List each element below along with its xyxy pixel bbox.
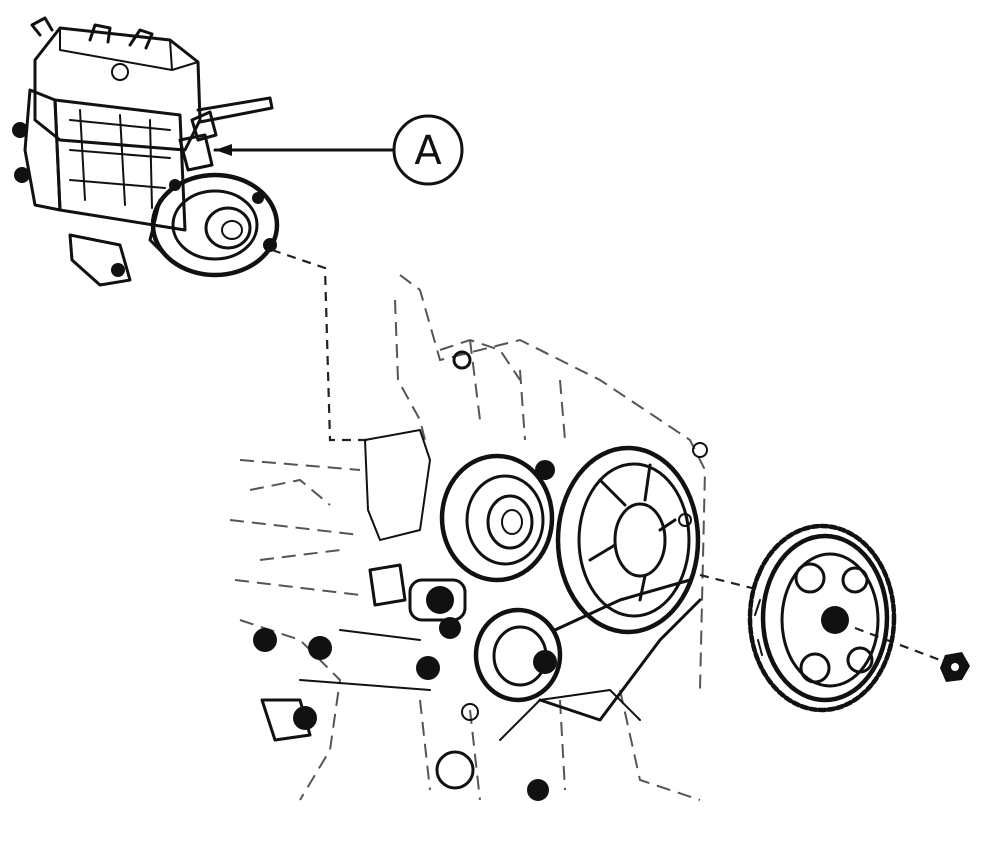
pump-sprocket — [555, 445, 701, 635]
callout-a-circle — [392, 114, 464, 186]
engine-bolts — [253, 563, 549, 801]
callout-a-label: A — [414, 128, 442, 174]
callout-a-arrowhead — [215, 144, 232, 156]
crankshaft-pulley — [747, 523, 897, 713]
retaining-nut — [940, 652, 970, 682]
callout-a: A — [213, 114, 464, 186]
pump-drive-flange — [148, 172, 280, 278]
idler-pulley — [439, 453, 555, 583]
sprocket-alignment-line — [699, 573, 941, 662]
timing-cover — [229, 274, 708, 801]
fuel-injection-pump — [12, 16, 280, 287]
tensioner-pulley — [473, 578, 702, 722]
pump-alignment-line — [271, 248, 368, 442]
